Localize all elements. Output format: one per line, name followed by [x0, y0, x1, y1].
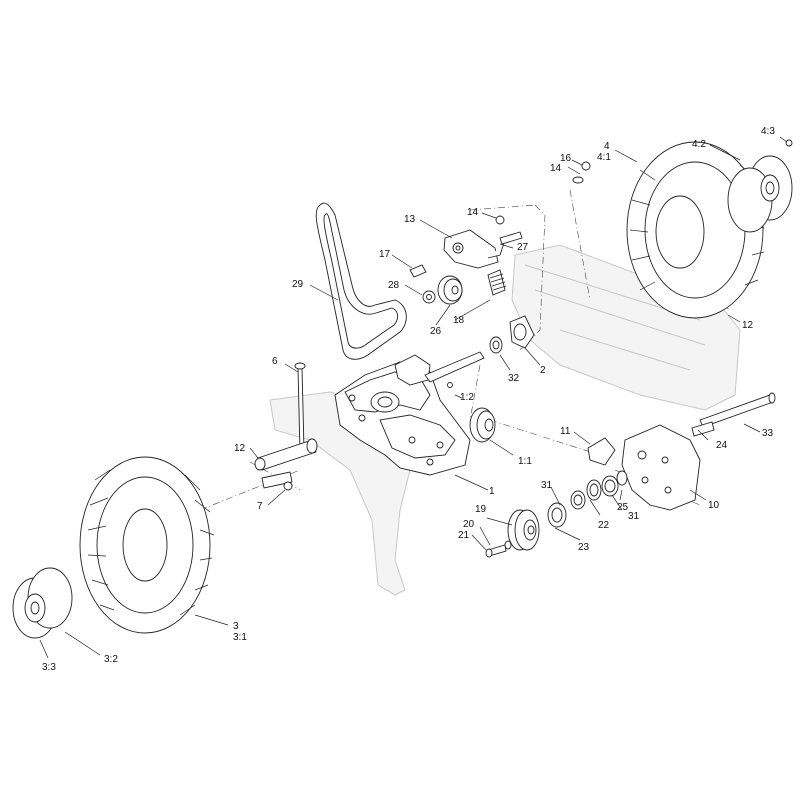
callout-4-2: 4:2 — [692, 139, 706, 150]
drive-belt — [315, 202, 407, 360]
callout-25: 25 — [617, 502, 629, 513]
callout-1-1: 1:1 — [518, 456, 532, 467]
leader-lines — [39, 136, 788, 659]
callout-21: 21 — [458, 530, 470, 541]
callout-6: 6 — [272, 356, 278, 367]
callout-4-3: 4:3 — [761, 126, 775, 137]
callout-4: 4 — [604, 141, 610, 152]
callout-3: 3 — [233, 621, 239, 632]
left-wheel — [12, 456, 215, 639]
drive-pulley-assembly — [485, 470, 628, 558]
callout-26: 26 — [430, 326, 442, 337]
callout-18: 18 — [453, 315, 465, 326]
callout-29: 29 — [292, 279, 304, 290]
callout-3-3: 3:3 — [42, 662, 56, 673]
callout-7: 7 — [257, 501, 263, 512]
callout-12-left: 12 — [234, 443, 246, 454]
callout-17: 17 — [379, 249, 391, 260]
callout-22: 22 — [598, 520, 610, 531]
callout-4-1: 4:1 — [597, 152, 611, 163]
callout-28: 28 — [388, 280, 400, 291]
idler-assembly — [409, 215, 523, 305]
callout-16: 16 — [560, 153, 572, 164]
callout-31-right: 31 — [628, 511, 640, 522]
callout-27: 27 — [517, 242, 529, 253]
callout-14-top: 14 — [467, 207, 479, 218]
callout-11: 11 — [560, 426, 571, 437]
callout-1: 1 — [489, 486, 495, 497]
callout-20: 20 — [463, 519, 475, 530]
callout-3-1: 3:1 — [233, 632, 247, 643]
left-axle-parts — [254, 362, 318, 491]
bearing-flange — [489, 315, 535, 354]
callout-23: 23 — [578, 542, 590, 553]
callout-12-right: 12 — [742, 320, 754, 331]
callout-19: 19 — [475, 504, 487, 515]
callout-labels: 1 1:1 1:2 2 3 3:1 3:2 3:3 4 4:1 4:2 4:3 … — [42, 126, 775, 673]
right-plate-and-shaft — [587, 392, 776, 511]
callout-31-left: 31 — [541, 480, 553, 491]
callout-1-2: 1:2 — [460, 392, 474, 403]
transmission — [334, 351, 496, 476]
callout-24: 24 — [716, 440, 728, 451]
callout-33: 33 — [762, 428, 774, 439]
callout-10: 10 — [708, 500, 720, 511]
callout-14-right: 14 — [550, 163, 562, 174]
callout-3-2: 3:2 — [104, 654, 118, 665]
callout-13: 13 — [404, 214, 416, 225]
callout-32: 32 — [508, 373, 520, 384]
callout-2: 2 — [540, 365, 546, 376]
right-wheel — [572, 139, 793, 319]
